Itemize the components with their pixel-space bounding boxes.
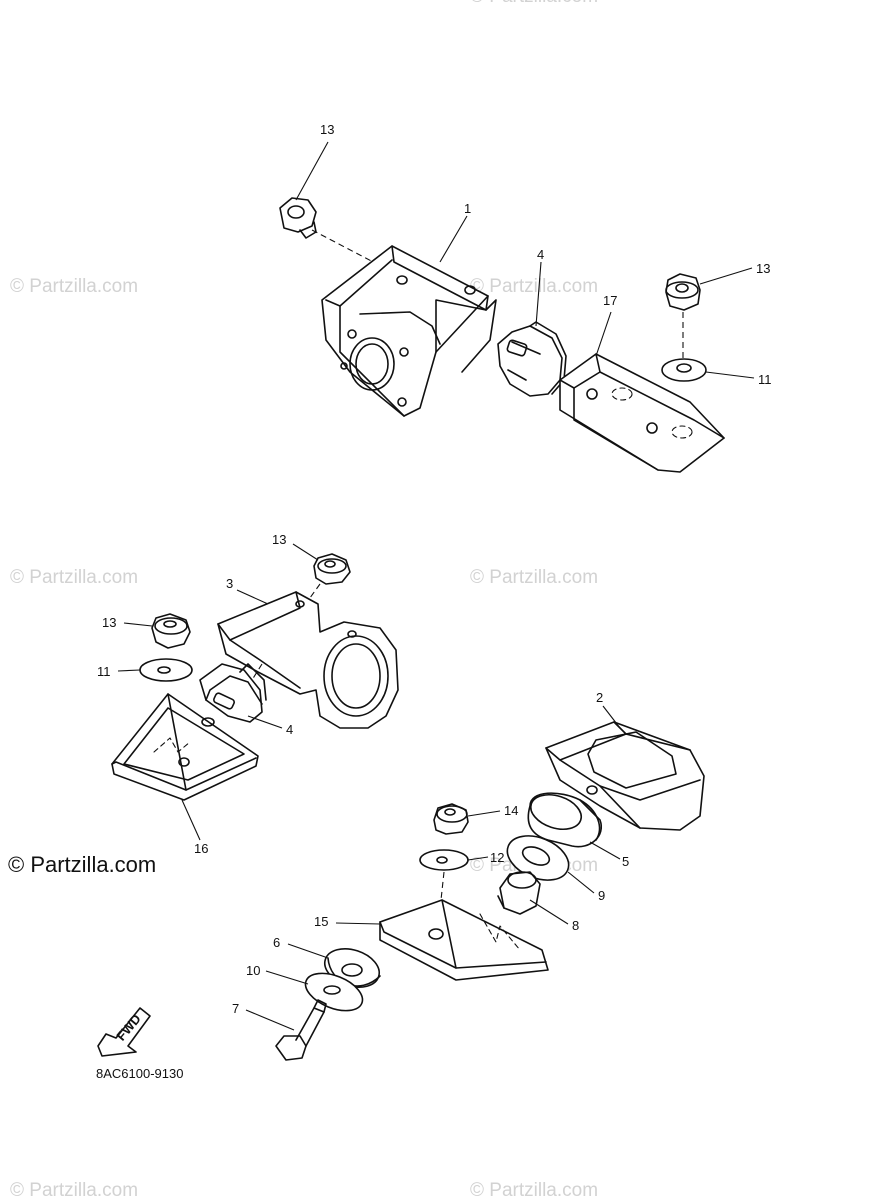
part-4-damper-mid[interactable] <box>199 663 267 723</box>
part-8-collar[interactable] <box>497 871 541 915</box>
callout-7: 7 <box>232 1001 239 1016</box>
callout-4: 4 <box>537 247 544 262</box>
part-2-bracket[interactable] <box>545 721 705 831</box>
callout-5: 5 <box>622 854 629 869</box>
part-11-washer-top[interactable] <box>661 358 707 382</box>
callout-1: 1 <box>464 201 471 216</box>
callout-16: 16 <box>194 841 208 856</box>
part-7-bolt[interactable] <box>275 999 327 1061</box>
part-9-washer[interactable] <box>501 827 575 888</box>
callout-10: 10 <box>246 963 260 978</box>
callout-11: 11 <box>758 372 772 387</box>
part-17-bracket[interactable] <box>559 353 725 473</box>
part-15-bracket[interactable] <box>379 899 549 981</box>
callout-6: 6 <box>273 935 280 950</box>
callout-13: 13 <box>272 532 286 547</box>
callout-17: 17 <box>603 293 617 308</box>
callout-13: 13 <box>756 261 770 276</box>
watermark: © Partzilla.com <box>470 276 599 297</box>
part-13-nut-top[interactable] <box>279 197 317 239</box>
watermark-main: © Partzilla.com <box>8 852 157 877</box>
part-14-nut[interactable] <box>433 803 469 835</box>
part-11-washer-mid[interactable] <box>139 658 193 682</box>
part-13-nut-right[interactable] <box>665 273 701 311</box>
callout-13: 13 <box>102 615 116 630</box>
part-16-bracket[interactable] <box>111 693 259 801</box>
part-13-nut-mid-left[interactable] <box>151 613 191 649</box>
callout-13: 13 <box>320 122 334 137</box>
watermark: © Partzilla.com <box>470 0 598 8</box>
callout-4: 4 <box>286 722 293 737</box>
callout-12: 12 <box>490 850 504 865</box>
callout-11: 11 <box>97 664 111 679</box>
watermark: © Partzilla.com <box>470 1180 599 1201</box>
part-1-bracket[interactable] <box>321 245 497 417</box>
watermark: © Partzilla.com <box>470 567 599 588</box>
part-3-bracket[interactable] <box>217 591 399 729</box>
part-12-washer[interactable] <box>419 849 469 871</box>
callout-9: 9 <box>598 888 605 903</box>
callout-2: 2 <box>596 690 603 705</box>
callout-8: 8 <box>572 918 579 933</box>
part-13-nut-mid-upper[interactable] <box>313 553 351 585</box>
callout-3: 3 <box>226 576 233 591</box>
drawing-code: 8AC6100-9130 <box>96 1066 184 1081</box>
leader-lines <box>117 141 755 1031</box>
callout-14: 14 <box>504 803 518 818</box>
watermark: © Partzilla.com <box>10 1180 139 1201</box>
fwd-arrow-icon <box>97 1007 151 1057</box>
callout-15: 15 <box>314 914 328 929</box>
watermark: © Partzilla.com <box>10 567 139 588</box>
watermark: © Partzilla.com <box>10 276 139 297</box>
part-4-damper-top[interactable] <box>497 321 567 397</box>
part-5-rubber-mount[interactable] <box>526 789 603 848</box>
